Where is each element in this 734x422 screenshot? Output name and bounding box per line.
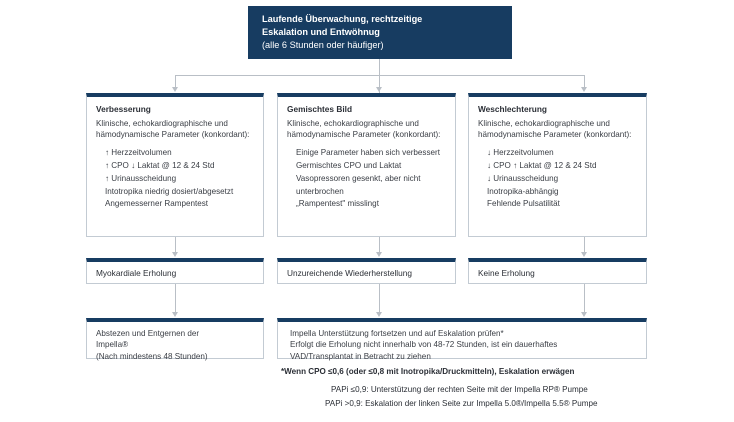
arrowhead-row3-col3 [581, 312, 587, 317]
arrowhead-row3-col1 [172, 312, 178, 317]
list-item: Germischtes CPO und Laktat [296, 161, 402, 171]
outcome-box-keine-erholung: Keine Erholung [468, 258, 647, 284]
list-item: unterbrochen [296, 186, 344, 196]
connector-col3-row2 [584, 237, 585, 253]
footnote-line-3: PAPi >0,9: Eskalation der linken Seite z… [325, 399, 598, 408]
connector-to-col1 [175, 75, 176, 88]
outcome-box-unzureichende-wiederherstellung: Unzureichende Wiederherstellung [277, 258, 456, 284]
list-item: ↑ Herzzeitvolumen [105, 148, 172, 158]
action-box-escalation: Impella Unterstützung fortsetzen und auf… [277, 318, 647, 361]
connector-row2-row3-col2 [379, 284, 380, 312]
action-line-1: Abstezen und Entgernen der [96, 329, 200, 338]
list-item: Fehlende Pulsatilität [487, 199, 560, 209]
outcome-label: Myokardiale Erholung [96, 268, 177, 278]
action-line-1: Impella Unterstützung fortsetzen und auf… [290, 329, 504, 338]
criteria-list: ↑ Herzzeitvolumen ↑ CPO ↓ Laktat @ 12 & … [96, 147, 254, 211]
header-box: Laufende Überwachung, rechtzeitige Eskal… [248, 6, 512, 59]
criteria-paragraph: Klinische, echokardiographische und hämo… [96, 119, 250, 140]
connector-row2-row3-col1 [175, 284, 176, 312]
arrowhead-row3-col2 [376, 312, 382, 317]
outcome-label: Keine Erholung [478, 268, 535, 278]
list-item: ↓ Herzzeitvolumen [487, 148, 554, 158]
arrowhead-row2-col3 [581, 252, 587, 257]
criteria-list: Einige Parameter haben sich verbessert G… [287, 147, 446, 211]
criteria-box-verbesserung: Verbesserung Klinische, echokardiographi… [86, 93, 264, 237]
connector-col2-row2 [379, 237, 380, 253]
outcome-label: Unzureichende Wiederherstellung [287, 268, 412, 278]
criteria-title: Gemischtes Bild [287, 104, 353, 114]
arrowhead-row2-col1 [172, 252, 178, 257]
list-item: Vasopressoren gesenkt, aber nicht [296, 173, 421, 183]
outcome-box-myokardiale-erholung: Myokardiale Erholung [86, 258, 264, 284]
connector-header-stem [379, 59, 380, 93]
list-item: ↑ Urinausscheidung [105, 173, 177, 183]
connector-col1-row2 [175, 237, 176, 253]
criteria-box-gemischtes-bild: Gemischtes Bild Klinische, echokardiogra… [277, 93, 456, 237]
connector-row2-row3-col3 [584, 284, 585, 312]
arrowhead-col1 [172, 87, 178, 92]
footnote-line-2: PAPi ≤0,9: Unterstützung der rechten Sei… [331, 385, 588, 394]
list-item: „Rampentest" misslingt [296, 199, 379, 209]
criteria-paragraph: Klinische, echokardiographische und hämo… [287, 119, 441, 140]
criteria-box-weschlechterung: Weschlechterung Klinische, echokardiogra… [468, 93, 647, 237]
list-item: Angemesserner Rampentest [105, 199, 209, 209]
action-line-3: VAD/Transplantat in Betracht zu ziehen [290, 351, 431, 361]
list-item: Inotropika-abhängig [487, 186, 559, 196]
connector-to-col3 [584, 75, 585, 88]
connector-header-bus [175, 75, 584, 76]
action-line-3: (Nach mindestens 48 Stunden) [96, 351, 208, 361]
criteria-paragraph: Klinische, echokardiographische und hämo… [478, 119, 632, 140]
list-item: Intotropika niedrig dosiert/abgesetzt [105, 186, 234, 196]
header-line-2: Eskalation und Entwöhnug [262, 27, 380, 38]
criteria-list: ↓ Herzzeitvolumen ↓ CPO ↑ Laktat @ 12 & … [478, 147, 637, 211]
criteria-title: Weschlechterung [478, 104, 548, 114]
action-line-2: Erfolgt die Erholung nicht innerhalb von… [290, 340, 558, 350]
arrowhead-row2-col2 [376, 252, 382, 257]
list-item: ↑ CPO ↓ Laktat @ 12 & 24 Std [105, 161, 215, 171]
footnote-line-1: *Wenn CPO ≤0,6 (oder ≤0,8 mit Inotropika… [281, 367, 575, 376]
action-line-2: Impella® [96, 340, 129, 350]
list-item: ↓ Urinausscheidung [487, 173, 559, 183]
list-item: ↓ CPO ↑ Laktat @ 12 & 24 Std [487, 161, 597, 171]
arrowhead-col3 [581, 87, 587, 92]
header-line-1: Laufende Überwachung, rechtzeitige [262, 14, 423, 24]
list-item: Einige Parameter haben sich verbessert [296, 148, 440, 158]
arrowhead-col2 [376, 87, 382, 92]
criteria-title: Verbesserung [96, 104, 151, 114]
header-line-3: (alle 6 Stunden oder häufiger) [262, 40, 384, 51]
action-box-weaning: Abstezen und Entgernen der Impella® (Nac… [86, 318, 264, 361]
